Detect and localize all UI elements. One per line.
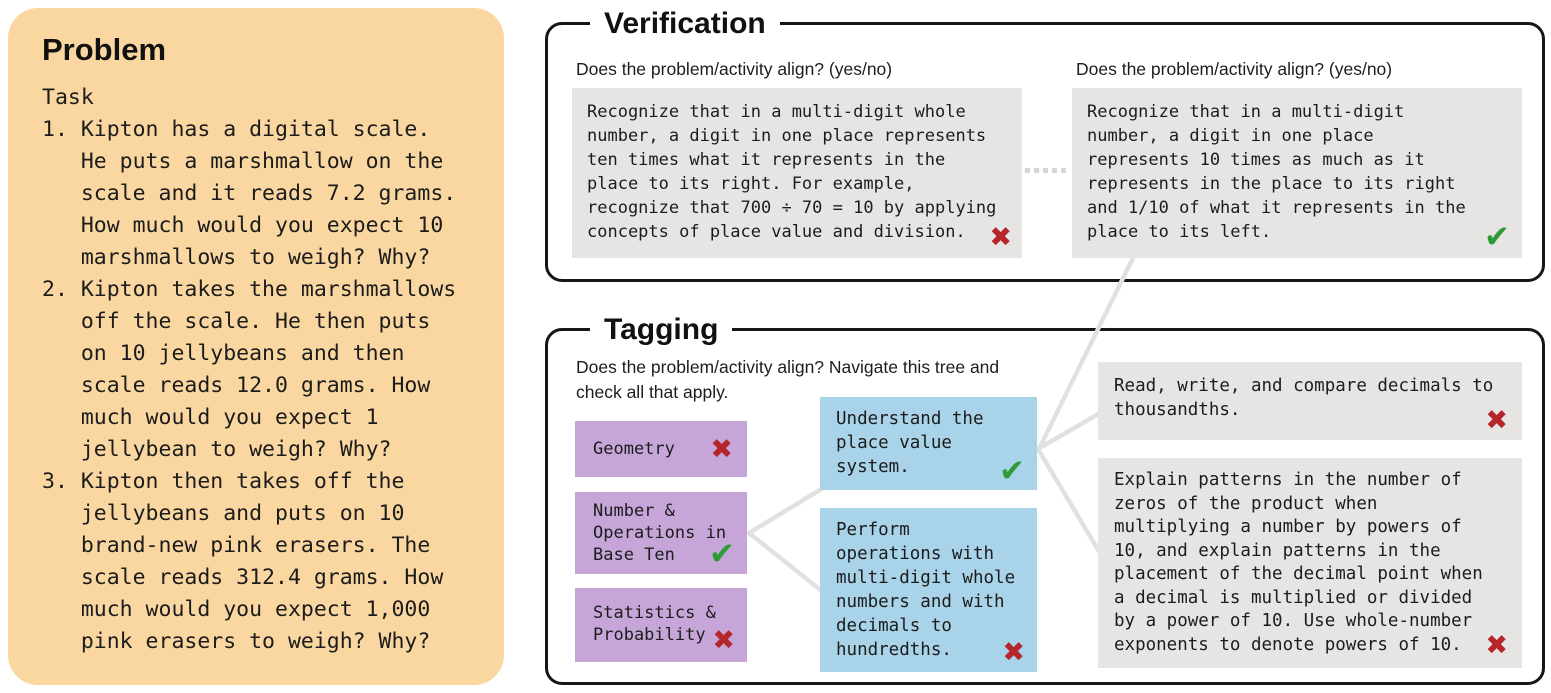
verification-standard-card-1: Recognize that in a multi-digit whole nu… <box>572 88 1022 258</box>
problem-panel: Problem Task 1. Kipton has a digital sca… <box>8 8 504 685</box>
verification-dotted-link <box>1025 168 1070 173</box>
cross-icon: ✖ <box>1485 630 1508 661</box>
verification-prompt-2: Does the problem/activity align? (yes/no… <box>1076 59 1393 79</box>
cluster-box-place-value: Understand the place value system. ✔ <box>820 397 1037 490</box>
domain-box-geometry: Geometry ✖ <box>575 421 747 477</box>
tagging-standard-card-1: Read, write, and compare decimals to tho… <box>1098 362 1522 440</box>
problem-title: Problem <box>42 32 167 67</box>
tagging-standard-card-2: Explain patterns in the number of zeros … <box>1098 458 1522 668</box>
domain-box-statistics-probability: Statistics & Probability ✖ <box>575 588 747 662</box>
verification-title: Verification <box>590 3 780 45</box>
cluster-label: Understand the place value system. <box>836 409 984 477</box>
domain-box-number-operations: Number & Operations in Base Ten ✔ <box>575 492 747 574</box>
tagging-title: Tagging <box>590 309 733 351</box>
verification-prompt-1: Does the problem/activity align? (yes/no… <box>576 59 893 79</box>
cluster-label: Perform operations with multi-digit whol… <box>836 520 1016 660</box>
problem-task-text: Task 1. Kipton has a digital scale. He p… <box>42 85 457 654</box>
domain-label: Statistics & Probability <box>593 603 716 645</box>
domain-label: Number & Operations in Base Ten <box>593 501 727 565</box>
standard-text: Read, write, and compare decimals to tho… <box>1114 376 1494 420</box>
domain-label: Geometry <box>593 439 675 459</box>
verification-standard-card-2: Recognize that in a multi-digit number, … <box>1072 88 1522 258</box>
check-icon: ✔ <box>999 453 1025 489</box>
standard-text: Recognize that in a multi-digit number, … <box>1087 102 1466 242</box>
cross-icon: ✖ <box>712 625 735 656</box>
standard-text: Explain patterns in the number of zeros … <box>1114 470 1483 655</box>
check-icon: ✔ <box>709 536 735 572</box>
cross-icon: ✖ <box>1002 637 1025 668</box>
cross-icon: ✖ <box>710 434 733 465</box>
cross-icon: ✖ <box>989 222 1012 253</box>
cluster-box-perform-operations: Perform operations with multi-digit whol… <box>820 508 1037 672</box>
check-icon: ✔ <box>1484 219 1510 255</box>
standard-text: Recognize that in a multi-digit whole nu… <box>587 102 997 242</box>
tagging-prompt: Does the problem/activity align? Navigat… <box>576 357 1000 402</box>
cross-icon: ✖ <box>1485 405 1508 436</box>
